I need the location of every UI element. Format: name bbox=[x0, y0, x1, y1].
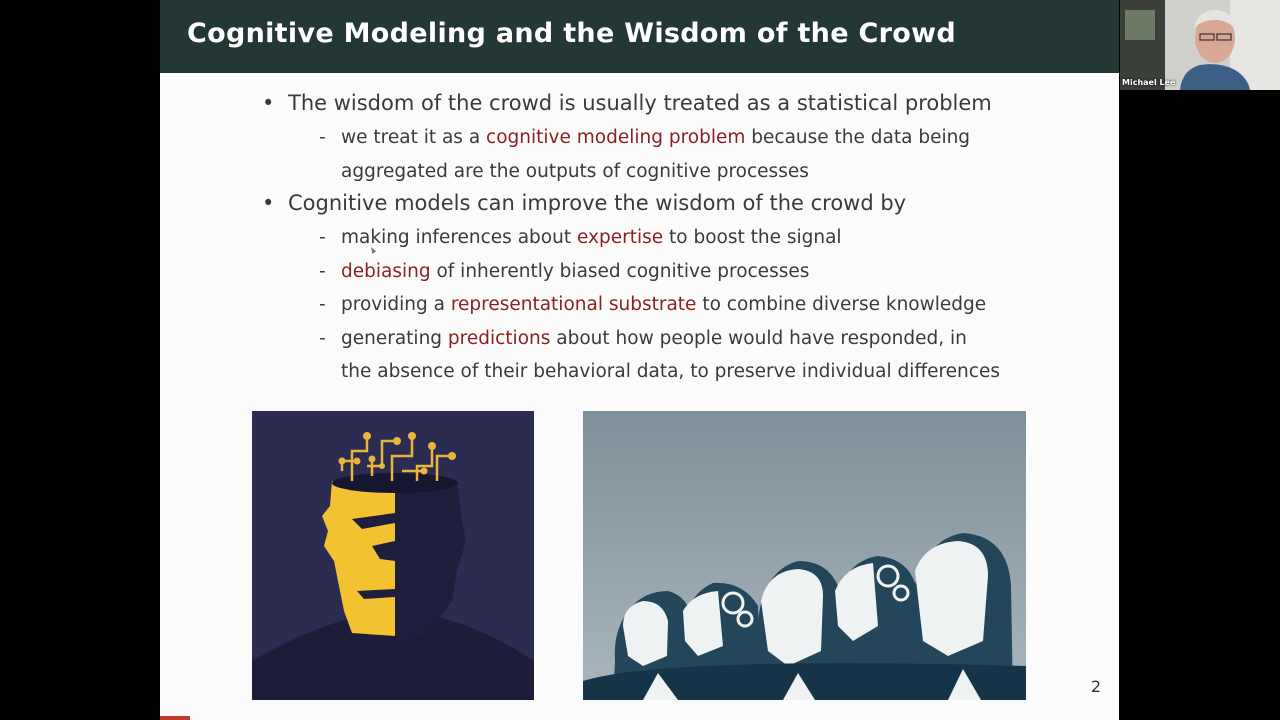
highlight-text: predictions bbox=[447, 328, 551, 349]
highlight-text: cognitive modeling problem bbox=[486, 127, 746, 148]
dash-glyph: - bbox=[319, 127, 326, 148]
sub-text: about how people would have responded, i… bbox=[550, 328, 967, 349]
sub-bullet-2-4: - generating predictions about how peopl… bbox=[319, 322, 967, 355]
title-bar: Cognitive Modeling and the Wisdom of the… bbox=[160, 0, 1119, 73]
highlight-text: debiasing bbox=[341, 261, 431, 282]
dash-glyph: - bbox=[319, 294, 326, 315]
slide-content: • The wisdom of the crowd is usually tre… bbox=[160, 0, 1119, 400]
dash-glyph: - bbox=[319, 227, 326, 248]
sub-bullet-2-3: - providing a representational substrate… bbox=[319, 288, 987, 321]
robot-people-profiles-image bbox=[583, 411, 1026, 700]
slide-title: Cognitive Modeling and the Wisdom of the… bbox=[187, 18, 956, 49]
slide: Cognitive Modeling and the Wisdom of the… bbox=[160, 0, 1119, 720]
sub-text: to combine diverse knowledge bbox=[696, 294, 987, 315]
dash-glyph: - bbox=[319, 328, 326, 349]
sub-bullet-2-2: - debiasing of inherently biased cogniti… bbox=[319, 255, 810, 288]
highlight-text: expertise bbox=[576, 227, 664, 248]
sub-bullet-1-1-line2: aggregated are the outputs of cognitive … bbox=[341, 155, 809, 188]
bullet-2-text: Cognitive models can improve the wisdom … bbox=[288, 191, 907, 215]
dash-glyph: - bbox=[319, 261, 326, 282]
participant-name: Michael Lee bbox=[1122, 78, 1176, 87]
bullet-1: • The wisdom of the crowd is usually tre… bbox=[262, 91, 992, 115]
progress-accent bbox=[160, 716, 190, 720]
sub-text: the absence of their behavioral data, to… bbox=[341, 361, 1000, 382]
webcam-video bbox=[1120, 0, 1280, 90]
sub-text: we treat it as a bbox=[341, 127, 487, 148]
bullet-glyph: • bbox=[262, 91, 275, 115]
sub-text: of inherently biased cognitive processes bbox=[430, 261, 810, 282]
bullet-glyph: • bbox=[262, 191, 275, 215]
webcam-thumbnail[interactable]: Michael Lee bbox=[1120, 0, 1280, 90]
bullet-1-text: The wisdom of the crowd is usually treat… bbox=[288, 91, 992, 115]
bullet-2: • Cognitive models can improve the wisdo… bbox=[262, 191, 907, 215]
brain-circuit-head-image bbox=[252, 411, 534, 700]
page-number: 2 bbox=[1090, 677, 1101, 696]
sub-text: to boost the signal bbox=[663, 227, 842, 248]
sub-text: providing a bbox=[341, 294, 451, 315]
mouse-cursor-icon bbox=[371, 247, 376, 254]
sub-text: generating bbox=[341, 328, 448, 349]
sub-bullet-2-4-line2: the absence of their behavioral data, to… bbox=[341, 355, 1000, 388]
sub-text: because the data being bbox=[745, 127, 971, 148]
sub-bullet-2-1: - making inferences about expertise to b… bbox=[319, 221, 842, 254]
highlight-text: representational substrate bbox=[450, 294, 697, 315]
sub-bullet-1-1: - we treat it as a cognitive modeling pr… bbox=[319, 121, 971, 154]
sub-text: aggregated are the outputs of cognitive … bbox=[341, 161, 809, 182]
sub-text: making inferences about bbox=[341, 227, 577, 248]
